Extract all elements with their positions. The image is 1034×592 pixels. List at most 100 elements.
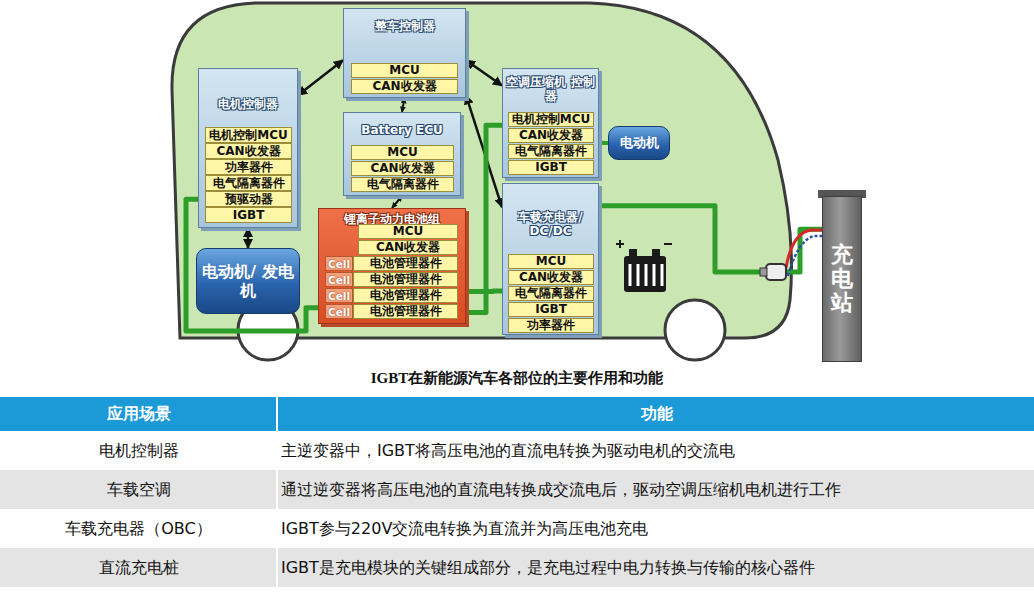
table-caption: IGBT在新能源汽车各部位的主要作用和功能 [0,368,1034,388]
motor-cylinder: 电动机 [608,126,670,160]
box-label: IGBT [535,161,567,174]
table-cell: 车载充电器（OBC） [0,509,277,548]
chip-box: 电气隔离器件 [351,177,454,192]
box-label: MCU [393,225,424,238]
box-label: CAN收发器 [376,241,440,254]
box-label: 电动机/ 发电机 [197,262,299,300]
signal-arrow [466,60,502,85]
cell-box: Cell [325,288,353,303]
chip-box: 电气隔离器件 [508,144,594,159]
power-wire [186,199,318,331]
chip-box: CAN收发器 [351,161,454,176]
box-label: 电气隔离器件 [213,177,285,190]
signal-arrow [298,60,343,95]
box-label: 电气隔离器件 [515,287,587,300]
box-label: MCU [387,146,418,159]
box-label: Cell [328,274,350,286]
table-cell: IGBT参与220V交流电转换为直流并为高压电池充电 [281,509,1032,548]
cell-box: Cell [325,256,353,271]
box-label: 电池管理器件 [370,273,442,286]
table-column-rule [276,397,278,587]
chip-box: CAN收发器 [351,79,458,94]
chip-box: 电池管理器件 [353,304,458,319]
box-heading: 整车控制器 [346,19,463,33]
motor-cylinder: 电动机/ 发电机 [196,248,300,314]
controller-box: 电机控制器电机控制MCU CAN收发器功率器件电气隔离器件预驱动器 IGBT [198,68,298,228]
signal-arrow [392,196,402,208]
cell-box: Cell [325,272,353,287]
controller-box: 车载充电器/ DC/DC MCU CAN收发器电气隔离器件 IGBT 功率器件 [502,183,599,335]
controller-box: 整车控制器 MCU CAN收发器 [343,8,466,98]
table-row-band [0,470,1034,509]
box-label: Cell [328,258,350,270]
box-label: CAN收发器 [372,80,436,93]
signal-arrow [247,228,250,248]
box-label: 电气隔离器件 [515,145,587,158]
chip-box: CAN收发器 [358,240,458,255]
power-wire [599,141,608,145]
chip-box: 功率器件 [205,159,292,175]
chip-box: MCU [358,224,458,239]
car-body [172,3,792,338]
cell-box: Cell [325,304,353,319]
chip-box: IGBT [508,160,594,175]
table-cell: 通过逆变器将高压电池的直流电转换成交流电后，驱动空调压缩机电机进行工作 [281,470,1032,509]
box-label: 电气隔离器件 [367,178,439,191]
box-label: CAN收发器 [519,271,583,284]
chip-box: IGBT [508,302,594,317]
chip-box: MCU [351,145,454,160]
chip-box: 电池管理器件 [353,288,458,303]
controller-box: 空调压缩机 控制器电机控制MCU CAN收发器电气隔离器件 IGBT [502,68,599,178]
chip-box: 预驱动器 [205,191,292,207]
table-header-cell: 应用场景 [0,397,277,431]
box-label: Cell [328,306,350,318]
box-label: MCU [389,64,420,77]
box-label: CAN收发器 [216,145,280,158]
box-label: 电机控制MCU [209,129,288,142]
chip-box: MCU [508,254,594,269]
chip-box: 电池管理器件 [353,272,458,287]
box-label: Cell [328,290,350,302]
table-row-band [0,548,1034,587]
box-label: 电池管理器件 [370,257,442,270]
box-label: 充电站 [831,243,853,316]
battery-pack-box: 锂离子动力电池组MCUCAN收发器Cell电池管理器件Cell电池管理器件Cel… [318,208,466,324]
table-header-cell: 功能 [279,397,1034,431]
box-label: MCU [536,255,567,268]
battery-icon [616,240,672,292]
chip-box: 电气隔离器件 [205,175,292,191]
box-heading: 空调压缩机 控制器 [505,75,596,103]
box-label: 电机控制MCU [512,113,591,126]
chip-box: IGBT [205,207,292,223]
wheel [665,300,725,360]
chip-box: CAN收发器 [508,128,594,143]
chip-box: CAN收发器 [508,270,594,285]
signal-arrow [402,98,405,112]
chip-box: CAN收发器 [205,143,292,159]
box-heading: 电机控制器 [201,97,295,111]
box-label: 电池管理器件 [370,305,442,318]
controller-box: Battery ECU MCU CAN收发器电气隔离器件 [343,112,461,196]
power-wire [466,288,502,294]
table-cell: IGBT是充电模块的关键组成部分，是充电过程中电力转换与传输的核心器件 [281,548,1032,587]
table-header-band [0,397,1034,431]
chip-box: MCU [351,63,458,78]
box-label: IGBT [233,209,265,222]
box-heading: Battery ECU [346,123,458,137]
box-label: 电动机 [620,135,659,151]
chip-box: 电气隔离器件 [508,286,594,301]
table-cell: 主逆变器中，IGBT将高压电池的直流电转换为驱动电机的交流电 [281,431,1032,470]
table-cell: 电机控制器 [0,431,277,470]
plug-tip [760,268,767,276]
table-cell: 直流充电桩 [0,548,277,587]
chip-box: 电机控制MCU [508,112,594,127]
table-cell: 车载空调 [0,470,277,509]
box-label: 预驱动器 [225,193,273,206]
box-label: CAN收发器 [370,162,434,175]
box-heading: 车载充电器/ DC/DC [505,210,596,238]
box-label: IGBT [535,303,567,316]
box-label: 功率器件 [527,319,575,332]
box-label: CAN收发器 [519,129,583,142]
charging-plug [766,264,786,280]
